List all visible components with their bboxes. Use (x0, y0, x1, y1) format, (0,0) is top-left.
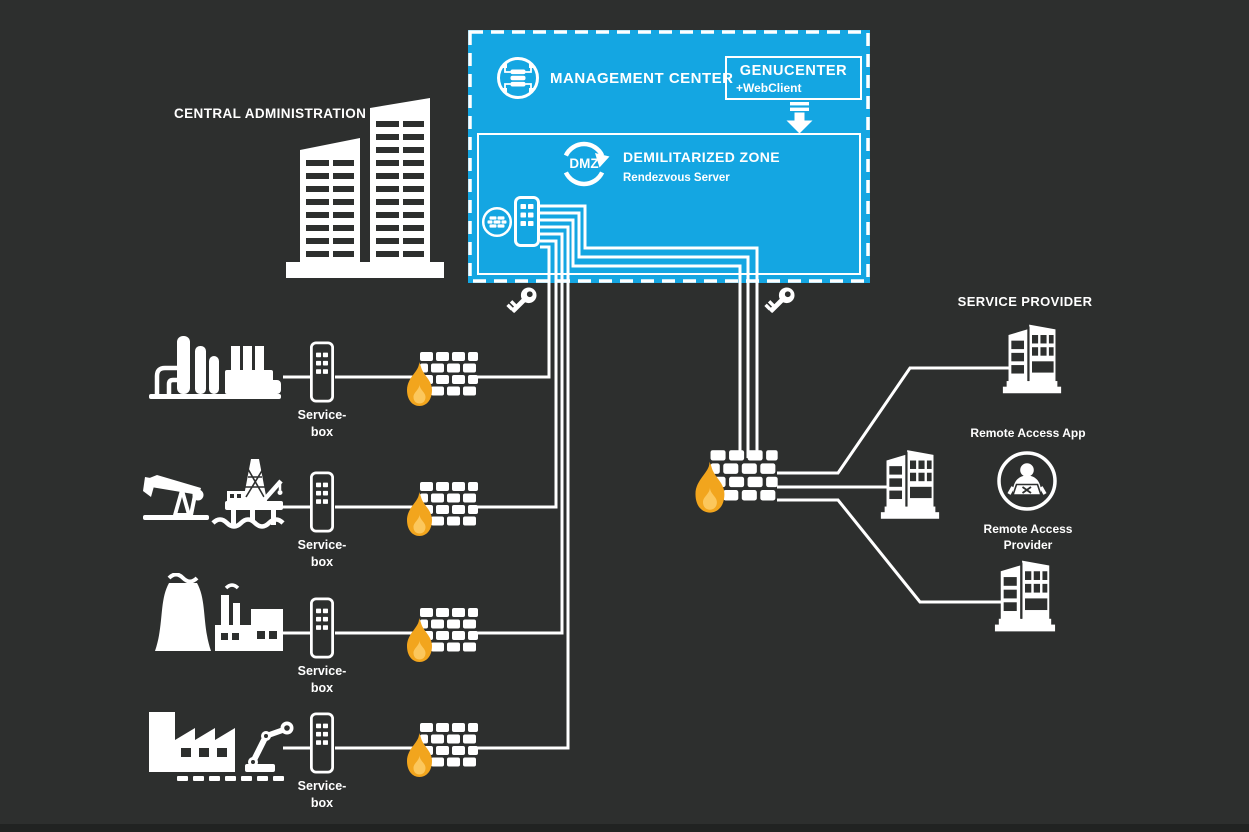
firewall-icon (404, 352, 480, 408)
dmz-panel (477, 133, 861, 275)
servicebox-icon (310, 341, 334, 403)
servicebox-label-line2: box (310, 555, 334, 569)
servicebox-icon (310, 471, 334, 533)
remote-access-app-label: Remote Access App (970, 426, 1086, 440)
link-dmz-to-provider-2 (540, 211, 750, 458)
refinery-icon (147, 330, 283, 404)
management-center-panel (468, 30, 870, 283)
oil-drilling-icon (143, 455, 293, 531)
servicebox-label-line2: box (310, 796, 334, 810)
office-building-icon (879, 446, 941, 522)
link-dmz-to-site-2 (474, 239, 558, 509)
servicebox-icon (310, 597, 334, 659)
office-building-icon (993, 556, 1057, 635)
link-firewall-to-building3 (777, 498, 1002, 604)
central-administration-label: CENTRAL ADMINISTRATION (174, 106, 367, 121)
servicebox-label-line1: Service- (297, 408, 347, 422)
servicebox-label-line1: Service- (297, 538, 347, 552)
office-building-icon (1001, 320, 1063, 397)
servicebox-label-line2: box (310, 425, 334, 439)
headquarters-buildings-icon (284, 92, 446, 282)
dmz-badge: DMZ (569, 156, 599, 171)
servicebox-label-line1: Service- (297, 779, 347, 793)
rendezvous-servicebox-icon (514, 196, 540, 247)
dmz-subtitle: Rendezvous Server (623, 172, 730, 184)
dmz-cycle-icon: DMZ (558, 138, 610, 190)
genucenter-box: GENUCENTER +WebClient (725, 56, 862, 100)
servicebox-label-line2: box (310, 681, 334, 695)
servicebox-label-line1: Service- (297, 664, 347, 678)
servicebox-label: Service- box (282, 537, 362, 571)
link-firewall-to-building1 (777, 366, 1012, 475)
power-plant-icon (147, 573, 297, 657)
servicebox-label: Service- box (282, 407, 362, 441)
firewall-icon-central (692, 450, 780, 515)
management-center-title: MANAGEMENT CENTER (550, 70, 734, 87)
genucenter-subtitle: +WebClient (736, 81, 802, 95)
firewall-icon (404, 482, 480, 538)
genucenter-title: GENUCENTER (739, 63, 848, 79)
key-icon-left (506, 284, 550, 328)
remote-access-provider-line1: Remote Access (983, 522, 1073, 536)
firewall-badge-icon (481, 206, 513, 238)
link-dmz-to-site-4 (474, 225, 570, 750)
link-dmz-to-provider-3 (540, 218, 742, 458)
servicebox-icon (310, 712, 334, 774)
firewall-icon (404, 608, 480, 664)
service-provider-label: SERVICE PROVIDER (957, 294, 1093, 309)
remote-access-provider-line2: Provider (1003, 538, 1053, 552)
dashed-border (468, 30, 870, 283)
download-arrow-icon (783, 102, 816, 134)
servicebox-label: Service- box (282, 778, 362, 812)
factory-icon (147, 700, 299, 784)
key-icon-right (764, 284, 808, 328)
link-dmz-to-site-3 (474, 232, 564, 635)
firewall-icon (404, 723, 480, 779)
link-dmz-to-site-1 (474, 245, 551, 379)
dmz-title: DEMILITARIZED ZONE (623, 149, 781, 165)
servicebox-label: Service- box (282, 663, 362, 697)
remote-access-provider-label: Remote Access Provider (948, 521, 1108, 553)
remote-access-provider-icon (995, 449, 1059, 513)
link-dmz-to-provider-1 (540, 204, 759, 458)
server-network-icon (496, 56, 540, 100)
bottom-edge-strip (0, 824, 1249, 832)
